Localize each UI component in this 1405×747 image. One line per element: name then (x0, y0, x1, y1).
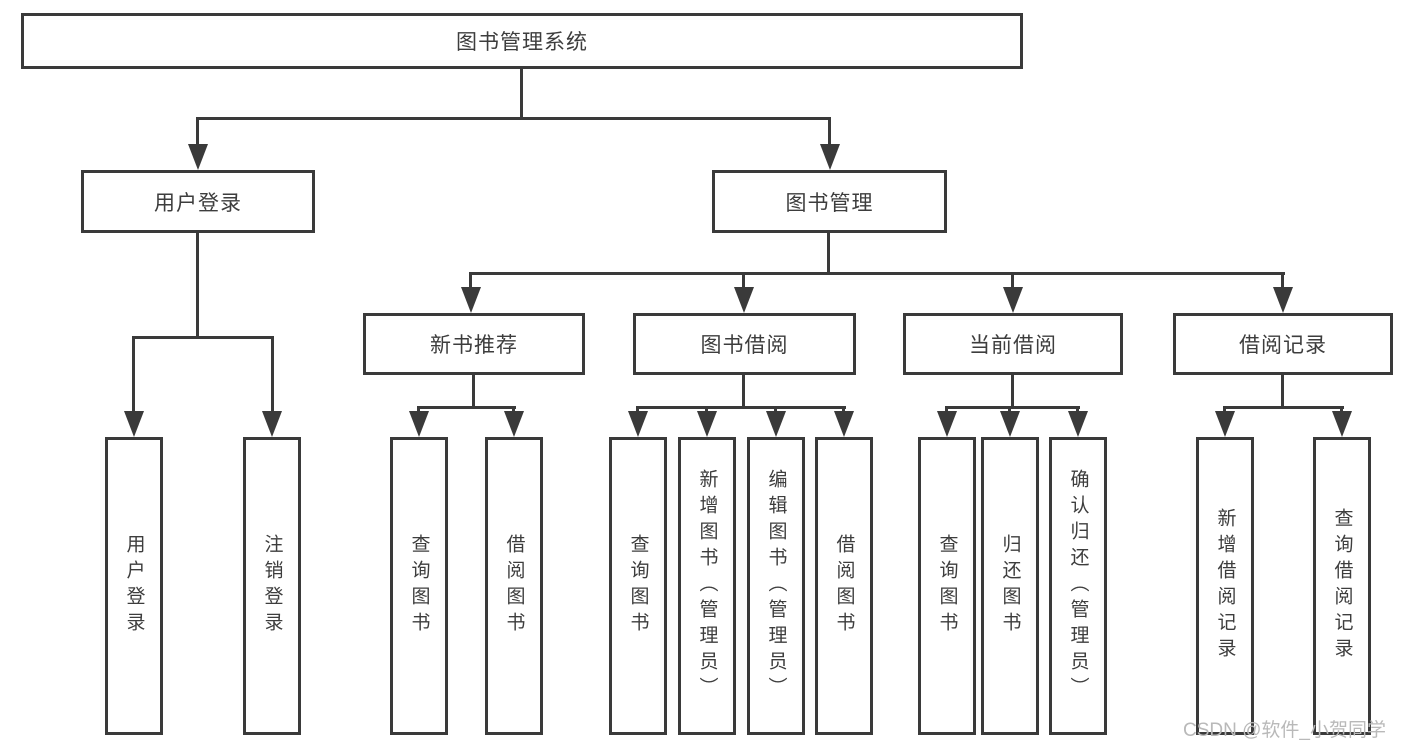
connector-line (132, 336, 274, 339)
node-label: 用户登录 (123, 534, 145, 638)
connector-line (1281, 272, 1284, 290)
connector-line (842, 406, 845, 415)
connector-line (1011, 375, 1014, 409)
node-book-management: 图书管理 (712, 170, 947, 233)
connector-line (742, 272, 745, 290)
arrowhead-down-icon (1000, 411, 1020, 437)
arrowhead-down-icon (628, 411, 648, 437)
node-label: 图书借阅 (700, 334, 789, 357)
arrowhead-down-icon (1003, 287, 1023, 313)
node-current-borrowing: 当前借阅 (903, 313, 1123, 375)
arrowhead-down-icon (124, 411, 144, 437)
arrowhead-down-icon (262, 411, 282, 437)
node-borrowing-records: 借阅记录 (1173, 313, 1393, 375)
node-label: 查询图书 (936, 534, 958, 638)
connector-line (520, 69, 523, 119)
connector-line (774, 406, 777, 415)
node-label: 注销登录 (261, 534, 283, 638)
leaf-bb-edit-books-admin: 编辑图书（管理员） (747, 437, 805, 735)
arrowhead-down-icon (188, 144, 208, 170)
node-book-borrowing: 图书借阅 (633, 313, 856, 375)
arrowhead-down-icon (834, 411, 854, 437)
connector-line (636, 406, 639, 415)
node-label: 用户登录 (154, 191, 242, 215)
leaf-rec-query-record: 查询借阅记录 (1313, 437, 1371, 735)
connector-line (512, 406, 515, 415)
leaf-logout: 注销登录 (243, 437, 301, 735)
node-label: 图书管理系统 (456, 31, 588, 54)
arrowhead-down-icon (1068, 411, 1088, 437)
watermark-text: CSDN @软件_小贺同学 (1183, 720, 1386, 741)
arrowhead-down-icon (1332, 411, 1352, 437)
node-label: 查询图书 (627, 534, 649, 638)
arrowhead-down-icon (504, 411, 524, 437)
node-library-system: 图书管理系统 (21, 13, 1023, 69)
connector-line (945, 406, 948, 415)
node-label: 新增图书（管理员） (696, 469, 718, 703)
connector-line (705, 406, 708, 415)
connector-line (196, 233, 199, 339)
arrowhead-down-icon (937, 411, 957, 437)
arrowhead-down-icon (1215, 411, 1235, 437)
node-label: 当前借阅 (969, 334, 1057, 357)
connector-line (1076, 406, 1079, 415)
node-label: 借阅图书 (833, 534, 855, 638)
connector-line (472, 375, 475, 409)
connector-line (1223, 406, 1226, 415)
node-label: 确认归还（管理员） (1067, 469, 1089, 703)
node-label: 查询图书 (408, 534, 430, 638)
arrowhead-down-icon (820, 144, 840, 170)
node-label: 借阅图书 (503, 534, 525, 638)
arrowhead-down-icon (461, 287, 481, 313)
arrowhead-down-icon (766, 411, 786, 437)
leaf-nb-borrow-books: 借阅图书 (485, 437, 543, 735)
node-label: 新书推荐 (430, 334, 518, 357)
connector-line (1281, 375, 1284, 409)
arrowhead-down-icon (734, 287, 754, 313)
connector-line (469, 272, 472, 290)
leaf-cb-confirm-return-admin: 确认归还（管理员） (1049, 437, 1107, 735)
leaf-bb-borrow-books: 借阅图书 (815, 437, 873, 735)
leaf-bb-query-books: 查询图书 (609, 437, 667, 735)
node-label: 查询借阅记录 (1331, 508, 1353, 664)
connector-line (417, 406, 420, 415)
leaf-nb-query-books: 查询图书 (390, 437, 448, 735)
leaf-rec-add-record: 新增借阅记录 (1196, 437, 1254, 735)
connector-line (827, 233, 830, 275)
connector-line (196, 117, 199, 147)
connector-line (636, 406, 846, 409)
node-label: 借阅记录 (1239, 334, 1327, 357)
arrowhead-down-icon (1273, 287, 1293, 313)
connector-line (469, 272, 1285, 275)
connector-line (1008, 406, 1011, 415)
connector-line (1340, 406, 1343, 415)
leaf-cb-return-books: 归还图书 (981, 437, 1039, 735)
connector-line (132, 336, 135, 414)
arrowhead-down-icon (697, 411, 717, 437)
connector-line (945, 406, 1080, 409)
connector-line (742, 375, 745, 409)
connector-line (417, 406, 516, 409)
connector-line (1223, 406, 1344, 409)
arrowhead-down-icon (409, 411, 429, 437)
connector-line (1011, 272, 1014, 290)
node-label: 图书管理 (785, 191, 874, 215)
leaf-user-login: 用户登录 (105, 437, 163, 735)
connector-line (828, 117, 831, 147)
node-label: 新增借阅记录 (1214, 508, 1236, 664)
leaf-cb-query-books: 查询图书 (918, 437, 976, 735)
node-new-book-recommend: 新书推荐 (363, 313, 585, 375)
node-label: 归还图书 (999, 534, 1021, 638)
leaf-bb-add-books-admin: 新增图书（管理员） (678, 437, 736, 735)
connector-line (197, 117, 831, 120)
node-label: 编辑图书（管理员） (765, 469, 787, 703)
connector-line (271, 336, 274, 414)
node-user-login: 用户登录 (81, 170, 315, 233)
